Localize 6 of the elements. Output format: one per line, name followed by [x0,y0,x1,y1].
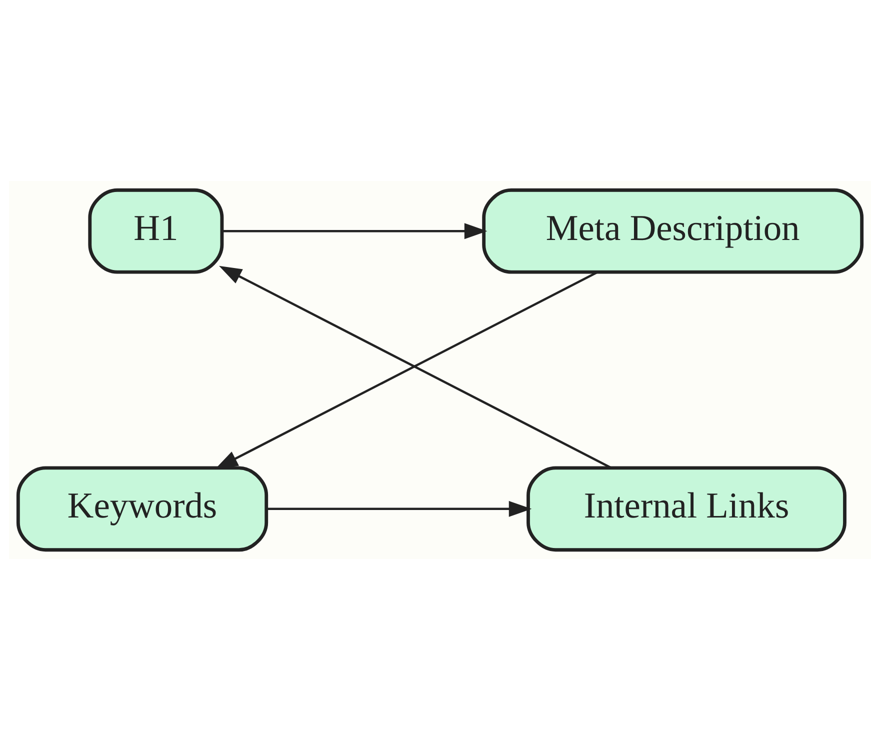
arrow [222,223,488,240]
node-box: H1 [88,188,224,274]
node-box: Internal Links [526,466,846,552]
arrow [266,500,532,517]
node-box: Keywords [16,466,268,552]
node-box: Meta Description [482,188,864,274]
